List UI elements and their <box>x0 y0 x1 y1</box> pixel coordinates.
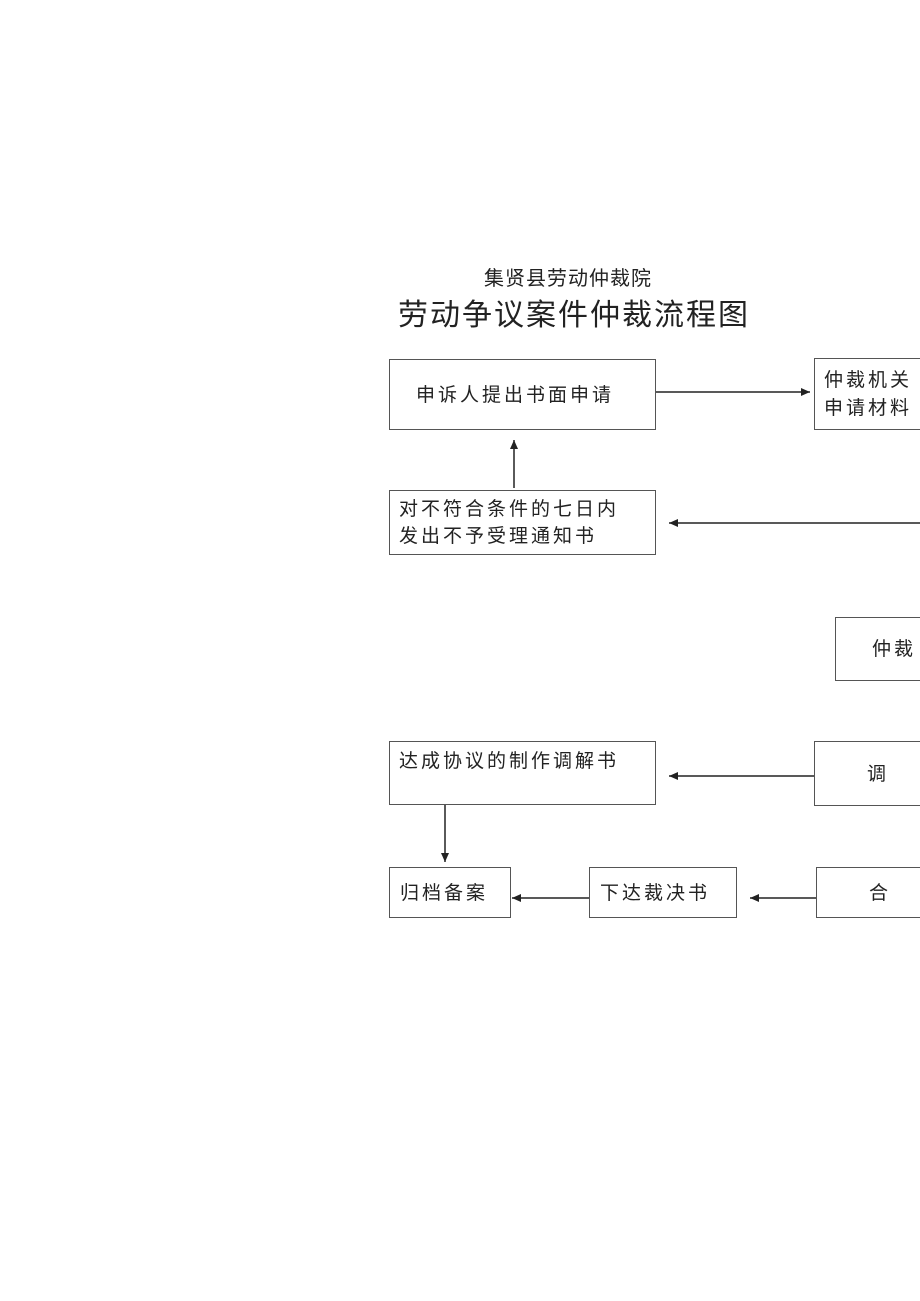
node-mediation-label: 调 <box>867 762 890 785</box>
node-review-line2: 申请材料 <box>824 397 913 419</box>
node-reject-line2: 发出不予受理通知书 <box>399 524 598 547</box>
node-review: 仲裁机关 申请材料 <box>814 358 920 430</box>
node-arbitration: 仲裁 <box>835 617 920 681</box>
node-apply-label: 申诉人提出书面申请 <box>416 383 615 406</box>
diagram-subtitle: 集贤县劳动仲裁院 <box>484 266 652 290</box>
diagram-title: 劳动争议案件仲裁流程图 <box>398 298 750 333</box>
node-agreement: 达成协议的制作调解书 <box>389 741 656 805</box>
node-tribunal-label: 合 <box>869 881 892 904</box>
node-award-label: 下达裁决书 <box>600 881 711 904</box>
node-award: 下达裁决书 <box>589 867 737 918</box>
node-review-line1: 仲裁机关 <box>824 369 913 391</box>
node-mediation: 调 <box>814 741 920 806</box>
node-reject-line1: 对不符合条件的七日内 <box>399 497 620 520</box>
node-archive-label: 归档备案 <box>400 881 489 904</box>
node-archive: 归档备案 <box>389 867 511 918</box>
node-agreement-label: 达成协议的制作调解书 <box>399 750 620 772</box>
node-reject: 对不符合条件的七日内 发出不予受理通知书 <box>389 490 656 555</box>
node-arbitration-label: 仲裁 <box>872 638 917 660</box>
node-apply: 申诉人提出书面申请 <box>389 359 656 430</box>
node-tribunal: 合 <box>816 867 920 918</box>
